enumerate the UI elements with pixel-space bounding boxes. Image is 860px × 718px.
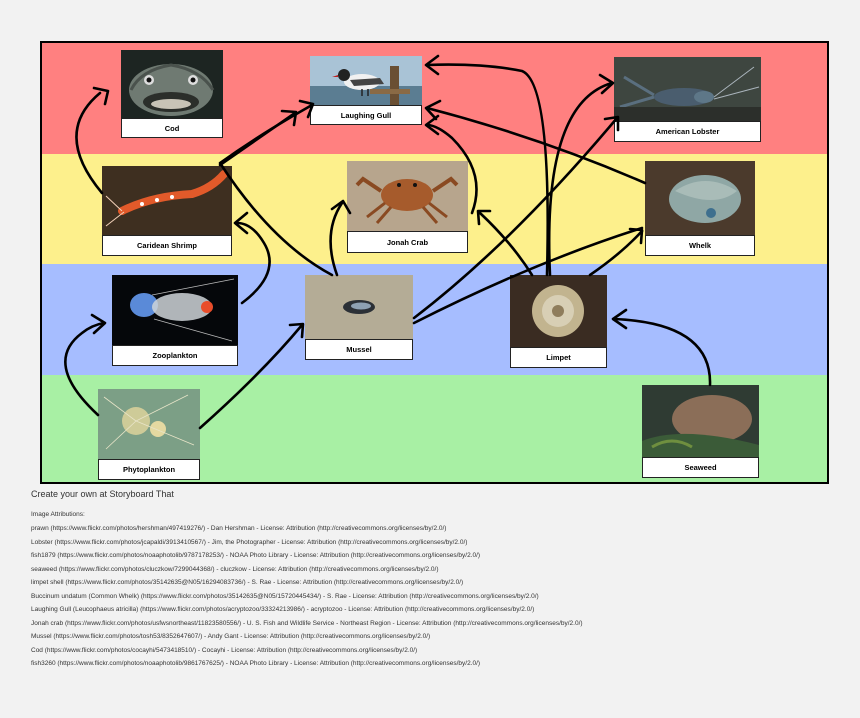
whelk-card[interactable]: Whelk bbox=[645, 161, 755, 256]
cod-label: Cod bbox=[121, 118, 223, 138]
attribution-item: Lobster (https://www.flickr.com/photos/j… bbox=[31, 536, 831, 550]
american-lobster-card[interactable]: American Lobster bbox=[614, 57, 761, 142]
caridean-shrimp-label: Caridean Shrimp bbox=[102, 235, 232, 256]
whelk-photo bbox=[645, 161, 755, 235]
jonah-crab-photo bbox=[347, 161, 468, 231]
cod-photo bbox=[121, 50, 223, 118]
attribution-item: limpet shell (https://www.flickr.com/pho… bbox=[31, 576, 831, 590]
limpet-card[interactable]: Limpet bbox=[510, 275, 607, 368]
phytoplankton-photo bbox=[98, 389, 200, 459]
mussel-card[interactable]: Mussel bbox=[305, 275, 413, 360]
phytoplankton-card[interactable]: Phytoplankton bbox=[98, 389, 200, 480]
storyboard-credit[interactable]: Create your own at Storyboard That bbox=[31, 489, 831, 499]
jonah-crab-label: Jonah Crab bbox=[347, 231, 468, 253]
seaweed-card[interactable]: Seaweed bbox=[642, 385, 759, 478]
zooplankton-photo bbox=[112, 275, 238, 345]
phytoplankton-label: Phytoplankton bbox=[98, 459, 200, 480]
caridean-shrimp-photo bbox=[102, 166, 232, 235]
zooplankton-label: Zooplankton bbox=[112, 345, 238, 366]
attributions-heading: Image Attributions: bbox=[31, 511, 831, 518]
whelk-label: Whelk bbox=[645, 235, 755, 256]
limpet-label: Limpet bbox=[510, 347, 607, 368]
seaweed-photo bbox=[642, 385, 759, 457]
attribution-item: Buccinum undatum (Common Whelk) (https:/… bbox=[31, 590, 831, 604]
mussel-label: Mussel bbox=[305, 339, 413, 360]
seaweed-label: Seaweed bbox=[642, 457, 759, 478]
attribution-item: fish1879 (https://www.flickr.com/photos/… bbox=[31, 549, 831, 563]
caridean-shrimp-card[interactable]: Caridean Shrimp bbox=[102, 166, 232, 256]
zooplankton-card[interactable]: Zooplankton bbox=[112, 275, 238, 366]
laughing-gull-photo bbox=[310, 56, 422, 105]
attribution-item: Laughing Gull (Leucophaeus atricilla) (h… bbox=[31, 603, 831, 617]
cod-card[interactable]: Cod bbox=[121, 50, 223, 138]
mussel-photo bbox=[305, 275, 413, 339]
attribution-item: Mussel (https://www.flickr.com/photos/to… bbox=[31, 630, 831, 644]
attribution-list: prawn (https://www.flickr.com/photos/her… bbox=[31, 522, 831, 671]
attribution-item: fish3260 (https://www.flickr.com/photos/… bbox=[31, 657, 831, 671]
limpet-photo bbox=[510, 275, 607, 347]
footer: Create your own at Storyboard That Image… bbox=[31, 489, 831, 671]
attribution-item: seaweed (https://www.flickr.com/photos/c… bbox=[31, 563, 831, 577]
attribution-item: Cod (https://www.flickr.com/photos/cocay… bbox=[31, 644, 831, 658]
attribution-item: Jonah crab (https://www.flickr.com/photo… bbox=[31, 617, 831, 631]
attribution-item: prawn (https://www.flickr.com/photos/her… bbox=[31, 522, 831, 536]
laughing-gull-card[interactable]: Laughing Gull bbox=[310, 56, 422, 125]
jonah-crab-card[interactable]: Jonah Crab bbox=[347, 161, 468, 253]
food-web-board: Cod Laughing Gull bbox=[40, 41, 829, 484]
laughing-gull-label: Laughing Gull bbox=[310, 105, 422, 125]
american-lobster-photo bbox=[614, 57, 761, 121]
american-lobster-label: American Lobster bbox=[614, 121, 761, 142]
